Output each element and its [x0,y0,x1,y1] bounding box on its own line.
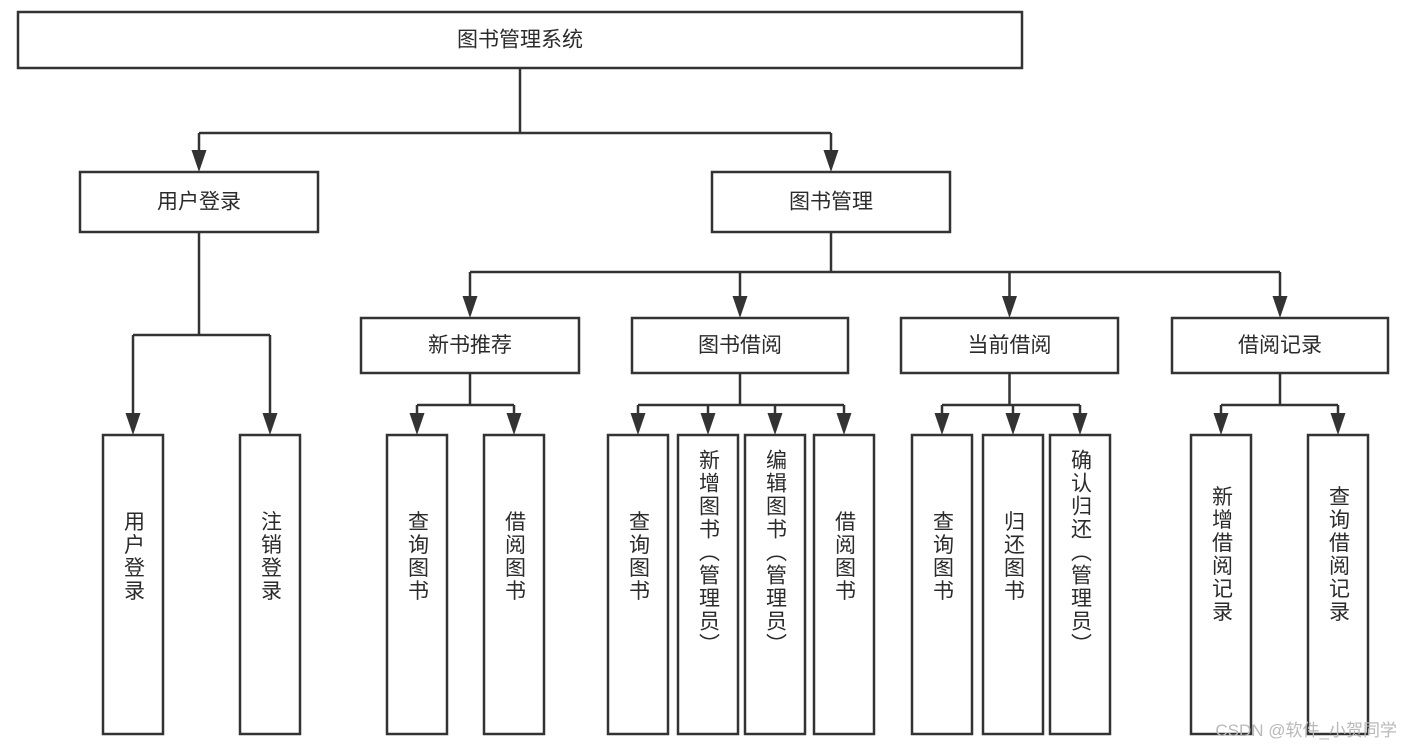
node-box [78,170,320,234]
node-leaf-add-book[interactable]: 新增图书（管理员） [676,433,740,736]
node-box [1306,433,1370,736]
node-label: 用户登录 [122,511,146,603]
node-leaf-confirm-return[interactable]: 确认归还（管理员） [1048,433,1112,736]
edge-layer [125,68,1346,435]
node-label: 借阅图书 [503,511,527,603]
node-box [16,10,1024,70]
csdn-watermark: CSDN @软件_小贺同学 [1215,721,1397,740]
node-leaf-user-login[interactable]: 用户登录 [101,433,165,736]
node-label: 图书管理 [789,191,873,214]
node-label: 查询图书 [931,511,955,603]
node-current-borrow[interactable]: 当前借阅 [899,316,1120,375]
node-label: 图书借阅 [698,334,782,357]
node-book-mgmt[interactable]: 图书管理 [710,170,952,234]
node-box [812,433,876,736]
node-label: 新增借阅记录 [1210,486,1234,624]
node-leaf-borrow-book-2[interactable]: 借阅图书 [812,433,876,736]
node-box [1048,433,1112,736]
node-leaf-query-book-3[interactable]: 查询图书 [910,433,974,736]
node-box [385,433,449,736]
node-box [359,316,581,375]
node-label: 新书推荐 [428,334,512,357]
node-label: 注销登录 [259,511,283,603]
node-box [743,433,807,736]
node-borrow-record[interactable]: 借阅记录 [1170,316,1390,375]
node-new-book-rec[interactable]: 新书推荐 [359,316,581,375]
node-label: 借阅记录 [1238,334,1322,357]
node-box [710,170,952,234]
node-box [899,316,1120,375]
node-box [676,433,740,736]
node-box [238,433,302,736]
node-leaf-query-book-1[interactable]: 查询图书 [385,433,449,736]
node-leaf-edit-book[interactable]: 编辑图书（管理员） [743,433,807,736]
node-label: 当前借阅 [968,334,1052,357]
node-label: 查询借阅记录 [1327,486,1351,624]
node-leaf-borrow-book-1[interactable]: 借阅图书 [482,433,546,736]
node-label: 查询图书 [406,511,430,603]
node-leaf-logout[interactable]: 注销登录 [238,433,302,736]
node-label: 归还图书 [1002,511,1026,603]
node-box [606,433,670,736]
node-layer: 图书管理系统用户登录图书管理新书推荐图书借阅当前借阅借阅记录用户登录注销登录查询… [16,10,1390,736]
node-leaf-query-record[interactable]: 查询借阅记录 [1306,433,1370,736]
node-label: 新增图书（管理员） [697,449,721,656]
node-box [482,433,546,736]
node-box [1189,433,1253,736]
node-box [630,316,850,375]
node-label: 编辑图书（管理员） [764,449,788,656]
node-box [1170,316,1390,375]
node-box [101,433,165,736]
node-book-borrow[interactable]: 图书借阅 [630,316,850,375]
node-label: 查询图书 [627,511,651,603]
node-label: 用户登录 [157,191,241,214]
node-label: 图书管理系统 [457,29,583,52]
node-user-login[interactable]: 用户登录 [78,170,320,234]
node-leaf-add-record[interactable]: 新增借阅记录 [1189,433,1253,736]
node-box [910,433,974,736]
node-box [981,433,1045,736]
node-label: 借阅图书 [833,511,857,603]
node-label: 确认归还（管理员） [1069,449,1093,656]
node-leaf-query-book-2[interactable]: 查询图书 [606,433,670,736]
node-root[interactable]: 图书管理系统 [16,10,1024,70]
node-leaf-return-book[interactable]: 归还图书 [981,433,1045,736]
